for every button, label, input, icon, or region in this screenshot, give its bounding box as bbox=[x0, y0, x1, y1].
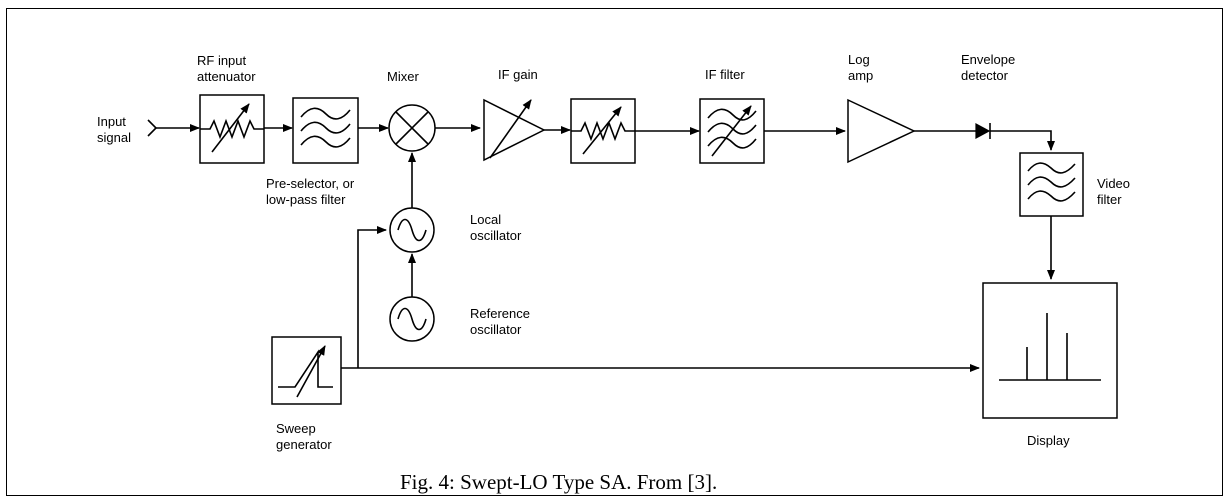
svg-text:filter: filter bbox=[1097, 192, 1122, 207]
svg-text:low-pass filter: low-pass filter bbox=[266, 192, 346, 207]
label-mixer: Mixer bbox=[387, 69, 419, 84]
reference-oscillator-symbol bbox=[389, 296, 435, 342]
label-sweep-generator: Sweep generator bbox=[276, 421, 332, 452]
label-log-amp: Log amp bbox=[848, 52, 873, 83]
figure-caption: Fig. 4: Swept-LO Type SA. From [3]. bbox=[400, 470, 717, 494]
svg-text:amp: amp bbox=[848, 68, 873, 83]
if-filter-block bbox=[699, 98, 765, 164]
label-preselector: Pre-selector, or low-pass filter bbox=[266, 176, 355, 207]
svg-text:oscillator: oscillator bbox=[470, 228, 522, 243]
input-chevron bbox=[147, 119, 158, 137]
label-display: Display bbox=[1027, 433, 1070, 448]
label-if-filter: IF filter bbox=[705, 67, 745, 82]
svg-text:Input: Input bbox=[97, 114, 126, 129]
svg-text:Reference: Reference bbox=[470, 306, 530, 321]
svg-text:Local: Local bbox=[470, 212, 501, 227]
svg-text:attenuator: attenuator bbox=[197, 69, 256, 84]
mixer-symbol bbox=[388, 104, 436, 152]
log-amp-symbol bbox=[847, 98, 916, 164]
rf-attenuator-block bbox=[199, 94, 265, 164]
local-oscillator-symbol bbox=[389, 207, 435, 253]
svg-text:Log: Log bbox=[848, 52, 870, 67]
svg-text:Pre-selector, or: Pre-selector, or bbox=[266, 176, 355, 191]
label-reference-oscillator: Reference oscillator bbox=[470, 306, 530, 337]
envelope-detector-diode bbox=[975, 122, 991, 140]
svg-text:Video: Video bbox=[1097, 176, 1130, 191]
svg-text:Envelope: Envelope bbox=[961, 52, 1015, 67]
svg-text:RF input: RF input bbox=[197, 53, 247, 68]
if-gain-amplifier bbox=[483, 98, 546, 162]
wire-detector-video bbox=[990, 130, 1055, 151]
figure-frame bbox=[6, 8, 1223, 496]
svg-text:signal: signal bbox=[97, 130, 131, 145]
label-if-gain: IF gain bbox=[498, 67, 538, 82]
preselector-filter-block bbox=[292, 97, 359, 164]
video-filter-block bbox=[1019, 152, 1084, 217]
sweep-generator-block bbox=[271, 336, 342, 405]
label-input-signal: Input signal bbox=[97, 114, 131, 145]
display-block bbox=[982, 282, 1118, 419]
svg-text:generator: generator bbox=[276, 437, 332, 452]
svg-text:oscillator: oscillator bbox=[470, 322, 522, 337]
wire-sweep-lo bbox=[357, 226, 387, 368]
if-attenuator-block bbox=[570, 98, 636, 164]
label-envelope-detector: Envelope detector bbox=[961, 52, 1015, 83]
label-rf-input-attenuator: RF input attenuator bbox=[197, 53, 256, 84]
svg-text:Sweep: Sweep bbox=[276, 421, 316, 436]
label-video-filter: Video filter bbox=[1097, 176, 1130, 207]
label-local-oscillator: Local oscillator bbox=[470, 212, 522, 243]
svg-text:detector: detector bbox=[961, 68, 1009, 83]
